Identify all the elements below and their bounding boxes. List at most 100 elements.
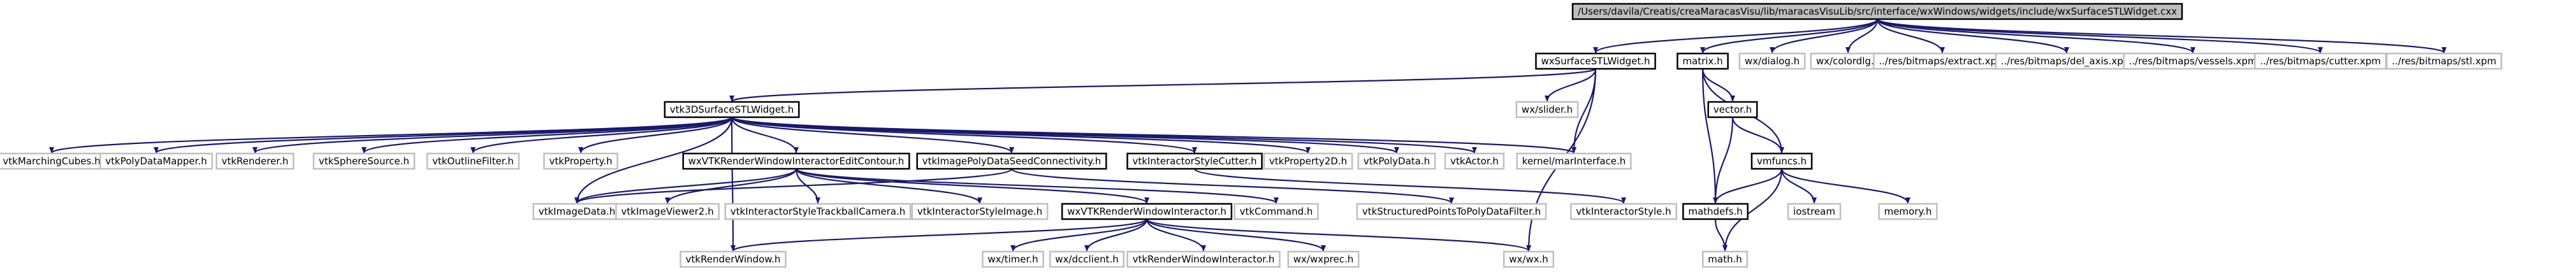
header-node-wx-wxprec: wx/wxprec.h [1287, 250, 1360, 268]
include-edge [1722, 168, 1783, 252]
root-file-node[interactable]: /Users/davila/Creatis/creaMaracasVisu/li… [1571, 3, 2183, 20]
include-edge [470, 117, 733, 154]
node-label: ../res/bitmaps/cutter.xpm [2260, 55, 2381, 67]
header-node-vmfuncs[interactable]: vmfuncs.h [1750, 152, 1813, 170]
header-node-vtkactor: vtkActor.h [1444, 152, 1505, 170]
include-edge [1770, 18, 1879, 54]
include-edge [795, 168, 1279, 204]
include-edge [731, 116, 1311, 154]
node-label: vtkCommand.h [1240, 206, 1313, 217]
node-label: vtkRenderWindowInteractor.h [1133, 254, 1275, 265]
node-label: wx/slider.h [1522, 104, 1573, 115]
node-label: wx/wxprec.h [1293, 254, 1353, 265]
include-edge [1146, 218, 1206, 252]
header-node-vtkcommand: vtkCommand.h [1233, 203, 1319, 220]
header-node-vtkproperty2d: vtkProperty2D.h [1263, 152, 1353, 170]
include-edge [1876, 18, 2323, 54]
node-label: vtkImagePolyDataSeedConnectivity.h [922, 155, 1102, 167]
node-label: wx/colordlg.h [1816, 55, 1880, 67]
header-node-kernel-marinterface: kernel/marInterface.h [1516, 152, 1632, 170]
header-node-wx-dcclient: wx/dcclient.h [1049, 250, 1124, 268]
node-label: wx/dcclient.h [1055, 254, 1118, 265]
include-edge [252, 116, 733, 154]
node-label: vtkImageViewer2.h [621, 206, 713, 217]
include-edge [578, 117, 733, 154]
include-edge [1876, 18, 2069, 54]
include-edge [1731, 117, 1784, 154]
header-node-wx-wx: wx/wx.h [1503, 250, 1555, 268]
include-edge [1713, 168, 1783, 204]
include-edge [154, 116, 733, 154]
node-label: ../res/bitmaps/stl.xpm [2392, 55, 2496, 67]
node-label: kernel/marInterface.h [1522, 155, 1626, 167]
header-node-math: math.h [1702, 250, 1748, 268]
include-edge [1193, 168, 1626, 204]
header-node-wx-slider: wx/slider.h [1515, 101, 1579, 118]
header-node-vector[interactable]: vector.h [1707, 101, 1758, 118]
node-label: mathdefs.h [1688, 206, 1742, 217]
node-label: math.h [1708, 254, 1742, 265]
header-node-vtkmarchingcubes: vtkMarchingCubes.h [0, 152, 106, 170]
node-label: ../res/bitmaps/vessels.xpm [2128, 55, 2257, 67]
include-edge [1084, 218, 1148, 252]
node-label: vtkMarchingCubes.h [3, 155, 100, 167]
node-label: memory.h [1884, 206, 1932, 217]
include-edge [49, 116, 733, 154]
include-edge [1713, 117, 1734, 204]
header-node-extract-xpm: ../res/bitmaps/extract.xpm [1873, 52, 2012, 70]
include-edge [731, 117, 799, 154]
node-label: vtkOutlineFilter.h [432, 155, 514, 167]
node-label: wxVTKRenderWindowInteractor.h [1067, 206, 1226, 217]
include-edge [1010, 168, 1454, 204]
include-edge [361, 116, 733, 154]
header-node-vtkproperty: vtkProperty.h [543, 152, 618, 170]
include-edge [574, 168, 1013, 204]
header-node-vtkinteractorstylecutter[interactable]: vtkInteractorStyleCutter.h [1126, 152, 1263, 170]
include-edge [731, 116, 1477, 154]
node-label: vtkPolyData.h [1364, 155, 1430, 167]
node-label: vtkInteractorStyleImage.h [917, 206, 1042, 217]
include-edge [1876, 18, 1945, 54]
node-label: vtkInteractorStyleTrackballCamera.h [731, 206, 905, 217]
node-label: vtkInteractorStyle.h [1576, 206, 1671, 217]
include-edge [1876, 18, 2195, 54]
include-edge [1780, 168, 1817, 204]
include-edge [574, 117, 733, 204]
include-edge [1701, 68, 1718, 204]
include-edge [1845, 18, 1879, 54]
include-edge [574, 168, 797, 204]
header-node-vtkinteractorstyletrackballcamera: vtkInteractorStyleTrackballCamera.h [724, 203, 912, 220]
header-node-wx-timer: wx/timer.h [982, 250, 1044, 268]
include-edge [1700, 18, 1879, 54]
include-edge [1714, 218, 1728, 252]
include-edge [795, 168, 1149, 204]
header-node-vtkpolydata: vtkPolyData.h [1357, 152, 1436, 170]
include-edge [1593, 18, 1879, 54]
include-edge [795, 168, 982, 204]
node-label: vtkImageData.h [539, 206, 616, 217]
include-edge [1876, 18, 2447, 54]
nodes-layer: /Users/davila/Creatis/creaMaracasVisu/li… [0, 3, 2503, 268]
header-node-vtkinteractorstyleimage: vtkInteractorStyleImage.h [911, 203, 1049, 220]
include-edge [729, 68, 1597, 103]
header-node-wx-colordlg: wx/colordlg.h [1810, 52, 1886, 70]
header-node-cutter-xpm: ../res/bitmaps/cutter.xpm [2253, 52, 2387, 70]
header-node-vtkrenderer: vtkRenderer.h [215, 152, 295, 170]
node-label: ../res/bitmaps/extract.xpm [1879, 55, 2005, 67]
node-label: vtkInteractorStyleCutter.h [1132, 155, 1256, 167]
header-node-wxvtkrenderwindowinteractoreditcontour[interactable]: wxVTKRenderWindowInteractorEditContour.h [682, 152, 910, 170]
header-node-mathdefs[interactable]: mathdefs.h [1682, 203, 1749, 220]
node-label: vtkStructuredPointsToPolyDataFilter.h [1362, 206, 1541, 217]
node-label: /Users/davila/Creatis/creaMaracasVisu/li… [1578, 6, 2177, 17]
header-node-matrix[interactable]: matrix.h [1677, 52, 1729, 70]
header-node-vtkinteractorstyle: vtkInteractorStyle.h [1570, 203, 1677, 220]
node-label: vtkProperty2D.h [1269, 155, 1347, 167]
include-edge [1545, 68, 1597, 102]
header-node-vtk3dsurfacestlwidget[interactable]: vtk3DSurfaceSTLWidget.h [664, 101, 800, 118]
header-node-vtkspheresource: vtkSphereSource.h [312, 152, 416, 170]
header-node-wxsurfacestlwidget[interactable]: wxSurfaceSTLWidget.h [1535, 52, 1656, 70]
header-node-vtkimagepolydataseedconnectivity[interactable]: vtkImagePolyDataSeedConnectivity.h [916, 152, 1107, 170]
header-node-wxvtkrenderwindowinteractor[interactable]: wxVTKRenderWindowInteractor.h [1061, 203, 1233, 220]
include-edge [731, 218, 1148, 252]
node-label: wxVTKRenderWindowInteractorEditContour.h [688, 155, 905, 167]
